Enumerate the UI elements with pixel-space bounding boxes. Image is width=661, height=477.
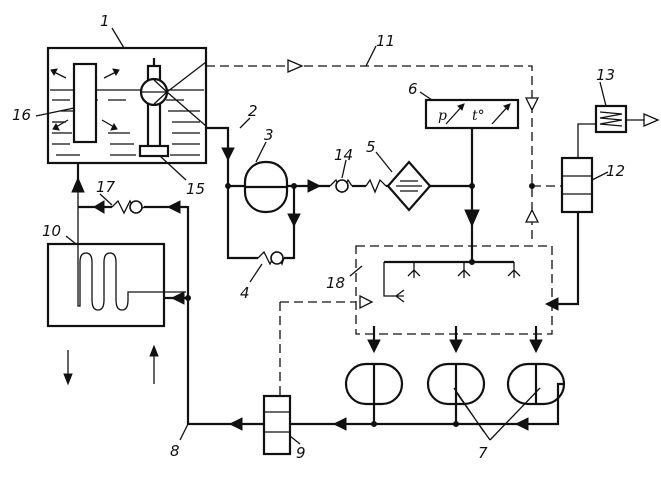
pump-unit-right [506, 362, 566, 406]
meter-temperature-symbol: t° [472, 108, 485, 124]
meter-pressure-symbol: p [438, 108, 447, 124]
ejector-column [72, 62, 98, 144]
pump-unit-left [344, 362, 404, 406]
label-2: 2 [248, 102, 258, 120]
label-1: 1 [100, 12, 110, 30]
heat-exchanger [46, 188, 186, 328]
label-15: 15 [186, 180, 205, 198]
label-8: 8 [170, 442, 180, 460]
label-3: 3 [264, 126, 274, 144]
motion-arrows [63, 344, 159, 386]
spray-nozzle-icon [395, 262, 521, 303]
label-7: 7 [478, 444, 488, 462]
leader-lines [35, 27, 609, 445]
flow-arrow-icon [71, 147, 559, 431]
filter-icon [386, 160, 432, 212]
pump-unit-middle [426, 362, 486, 406]
label-10: 10 [42, 222, 61, 240]
label-18: 18 [326, 274, 345, 292]
check-valve-icon [111, 178, 387, 266]
label-11: 11 [376, 32, 395, 50]
tank [46, 46, 208, 165]
label-12: 12 [606, 162, 625, 180]
label-13: 13 [596, 66, 615, 84]
label-4: 4 [240, 284, 250, 302]
pump-icon [243, 160, 289, 214]
pressure-temperature-meter: p t° [424, 98, 520, 130]
label-6: 6 [408, 80, 418, 98]
callout-labels: 1 2 3 4 5 6 7 8 9 10 11 12 13 14 15 16 1… [12, 12, 625, 462]
distributor-valve [262, 394, 292, 456]
label-17: 17 [96, 178, 116, 196]
float-level-gauge [138, 58, 207, 158]
signal-arrow-icon [287, 59, 540, 310]
signal-lines [206, 65, 562, 396]
control-valve [560, 156, 594, 214]
label-9: 9 [296, 444, 306, 462]
label-16: 16 [12, 106, 31, 124]
label-5: 5 [366, 138, 376, 156]
label-14: 14 [334, 146, 353, 164]
relief-valve [594, 104, 660, 134]
